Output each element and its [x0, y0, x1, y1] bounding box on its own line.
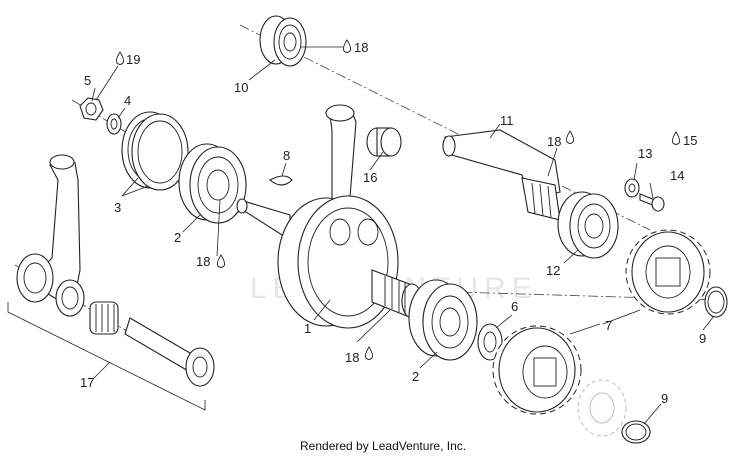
bolt-14	[639, 193, 665, 212]
callout-4: 4	[124, 93, 131, 108]
needle-bearing-16	[366, 127, 402, 157]
callout-8: 8	[283, 148, 290, 163]
washer-4	[106, 113, 122, 135]
callout-6: 6	[511, 299, 518, 314]
callout-19: 19	[126, 52, 140, 67]
spacer-6	[477, 323, 503, 361]
callout-17: 17	[80, 375, 94, 390]
callout-10: 10	[234, 80, 248, 95]
callout-16: 16	[363, 170, 377, 185]
callout-14: 14	[670, 168, 684, 183]
callout-18: 18	[196, 254, 210, 269]
callout-12: 12	[546, 263, 560, 278]
circlip-9-lower	[621, 420, 651, 444]
callout-2: 2	[412, 369, 419, 384]
callout-18: 18	[354, 40, 368, 55]
footer-credit: Rendered by LeadVenture, Inc.	[300, 439, 466, 453]
leader-lines	[91, 46, 715, 425]
callout-1: 1	[304, 321, 311, 336]
woodruff-key-8	[269, 175, 293, 186]
callout-18: 18	[547, 134, 561, 149]
balancer-shaft-11	[442, 129, 561, 221]
bearing-10	[259, 15, 307, 67]
circlip-9-upper	[704, 286, 728, 318]
washer-13	[624, 178, 640, 198]
pump-gear	[577, 379, 627, 437]
nut-5	[79, 97, 104, 121]
callout-3: 3	[114, 200, 121, 215]
balancer-gear	[625, 229, 711, 315]
callout-13: 13	[638, 146, 652, 161]
crank-gear-7	[492, 325, 582, 415]
shims-3	[121, 111, 189, 191]
callout-7: 7	[605, 318, 612, 333]
bearing-12	[557, 191, 619, 259]
bearing-2-right	[408, 279, 478, 361]
callout-15: 15	[683, 133, 697, 148]
bearing-2-left	[178, 143, 247, 224]
oil-drop-icon	[115, 39, 681, 360]
callouts: 18 10 19 5 4 3 2 18 8 16 11 18 13 15 14 …	[80, 40, 706, 406]
callout-2: 2	[174, 230, 181, 245]
callout-5: 5	[84, 73, 91, 88]
callout-18: 18	[345, 350, 359, 365]
callout-9: 9	[699, 331, 706, 346]
callout-11: 11	[500, 113, 514, 128]
connecting-rod-17	[7, 154, 215, 411]
crankshaft-1	[236, 104, 423, 329]
callout-9: 9	[661, 391, 668, 406]
